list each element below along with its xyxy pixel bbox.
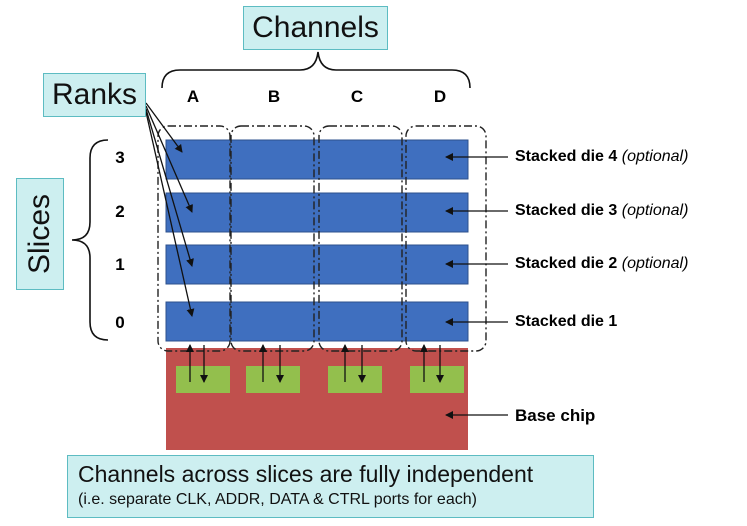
die-label-3-qualifier: (optional) xyxy=(621,202,689,219)
rank-arrow-2 xyxy=(145,105,193,213)
die-label-2-qualifier: (optional) xyxy=(621,255,689,272)
die-label-1-name: Stacked die 1 xyxy=(515,313,618,330)
channel-outline-c xyxy=(318,125,403,352)
port-d xyxy=(410,366,464,393)
stacked-die-3 xyxy=(165,192,469,233)
rank-arrow-3 xyxy=(145,108,194,267)
stacked-die-2 xyxy=(165,244,469,285)
slices-brace xyxy=(71,139,109,341)
ranks-callout: Ranks xyxy=(43,73,146,117)
die-label-4-qualifier: (optional) xyxy=(621,148,689,165)
channels-callout-text: Channels xyxy=(252,11,379,44)
stacked-die-1 xyxy=(165,301,469,342)
die-label-4-name: Stacked die 4 xyxy=(515,148,618,165)
port-a xyxy=(176,366,230,393)
slice-number-0: 0 xyxy=(115,313,125,332)
stacked-die-4 xyxy=(165,139,469,180)
slices-callout-text: Slices xyxy=(23,193,56,275)
note-line-1: Channels across slices are fully indepen… xyxy=(78,461,534,487)
channel-label-b: B xyxy=(267,87,281,106)
channel-label-a: A xyxy=(186,87,200,106)
slice-number-3: 3 xyxy=(115,148,125,167)
die-label-3-name: Stacked die 3 xyxy=(515,202,618,219)
slice-number-2: 2 xyxy=(115,202,125,221)
independence-note: Channels across slices are fully indepen… xyxy=(67,455,594,518)
slices-callout: Slices xyxy=(16,178,64,290)
base-chip-label: Base chip xyxy=(515,406,596,425)
channel-label-c: C xyxy=(350,87,364,106)
die-label-1: Stacked die 1 xyxy=(515,313,617,331)
note-line-2: (i.e. separate CLK, ADDR, DATA & CTRL po… xyxy=(78,491,477,508)
die-label-4: Stacked die 4 (optional) xyxy=(515,148,688,166)
die-label-2: Stacked die 2 (optional) xyxy=(515,255,688,273)
ranks-callout-text: Ranks xyxy=(51,78,138,111)
port-c xyxy=(328,366,382,393)
slice-number-1: 1 xyxy=(115,255,125,274)
die-label-3: Stacked die 3 (optional) xyxy=(515,202,688,220)
rank-arrow-4 xyxy=(145,111,195,317)
channel-label-d: D xyxy=(433,87,447,106)
rank-arrow-1 xyxy=(145,102,183,153)
channel-outline-d xyxy=(405,125,487,352)
die-label-2-name: Stacked die 2 xyxy=(515,255,618,272)
port-b xyxy=(246,366,300,393)
channels-callout: Channels xyxy=(243,6,388,50)
base-chip xyxy=(166,348,468,450)
channel-outline-b xyxy=(230,125,315,352)
channels-brace xyxy=(161,51,471,89)
